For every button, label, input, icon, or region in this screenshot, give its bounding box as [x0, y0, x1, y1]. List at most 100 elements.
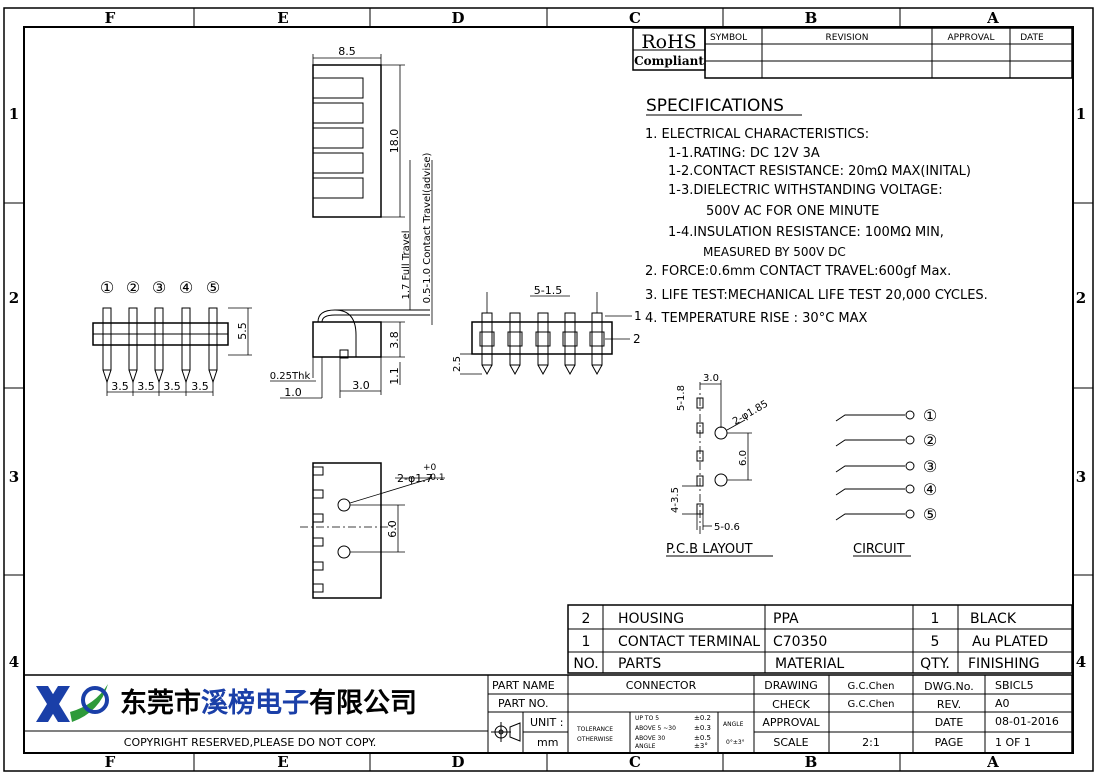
bom-table: 2 HOUSING PPA 1 BLACK 1 CONTACT TERMINAL…	[567, 604, 1073, 674]
zone-col-c: C	[629, 9, 641, 27]
approval-label: APPROVAL	[762, 716, 820, 729]
rev-header-date: DATE	[1020, 33, 1044, 43]
hole-tol-minus: -0.1	[427, 473, 445, 483]
spec-line-9: 3. LIFE TEST:MECHANICAL LIFE TEST 20,000…	[645, 288, 988, 303]
zone-col-d-bottom: D	[451, 753, 464, 771]
hole-tol-plus: +0	[423, 463, 437, 473]
dim-side-1-1: 1.1	[388, 367, 401, 385]
dim-full-travel: 1.7 Full Travel	[401, 230, 412, 299]
dim-side-3-0: 3.0	[352, 379, 370, 392]
part-no-label: PART NO.	[498, 697, 548, 710]
dim-pitch-3: 3.5	[163, 380, 181, 393]
dim-top-height: 18.0	[388, 129, 401, 154]
top-view: 8.5 18.0 1.7 Full Travel 0.5-1.0 Contact…	[312, 45, 433, 325]
dim-pitch-1: 3.5	[111, 380, 129, 393]
bom-r2-qty: 5	[931, 634, 940, 650]
pcb-dim-6-0: 6.0	[738, 450, 749, 466]
tol-range-3: ABOVE 30	[635, 735, 665, 742]
front-view-left: ① ② ③ ④ ⑤ 5.5 3.5 3.5 3.5 3.5	[92, 278, 252, 396]
check-label: CHECK	[772, 698, 811, 711]
front-callout-2: 2	[633, 332, 641, 346]
spec-line-4: 1-3.DIELECTRIC WITHSTANDING VOLTAGE:	[668, 183, 943, 198]
zone-col-b-bottom: B	[805, 753, 818, 771]
dim-pitch-2: 3.5	[137, 380, 155, 393]
tol-value-1: ±0.2	[694, 714, 711, 722]
rohs-subtitle: Compliant	[634, 54, 704, 68]
dim-pin-height: 5.5	[236, 322, 249, 340]
bom-h-material: MATERIAL	[775, 656, 844, 672]
tol-range-4: ANGLE	[635, 743, 656, 750]
pin-label-1: ①	[100, 278, 114, 297]
spec-line-1: 1. ELECTRICAL CHARACTERISTICS:	[645, 127, 869, 142]
zone-row-3: 3	[9, 468, 19, 486]
dim-front-pitch: 5-1.5	[534, 284, 562, 297]
circuit-pin-4: ④	[923, 480, 937, 499]
spec-line-8: 2. FORCE:0.6mm CONTACT TRAVEL:600gf Max.	[645, 264, 951, 279]
dim-contact-travel: 0.5-1.0 Contact Travel(advise)	[422, 153, 433, 304]
pcb-layout: 3.0 5-1.8 2-φ1.85 6.0 4-3.5 5-0.6 P.C.B …	[666, 373, 773, 557]
date-value: 08-01-2016	[995, 715, 1059, 728]
pcb-dim-3-0: 3.0	[703, 373, 719, 384]
front-view-right: 5-1.5 1 2 2.5	[452, 284, 642, 376]
dim-thickness: 0.25Thk	[270, 371, 311, 382]
dim-side-3-8: 3.8	[388, 331, 401, 349]
tol-range-2: ABOVE 5 ~30	[635, 725, 676, 732]
pin-label-2: ②	[126, 278, 140, 297]
rev-label: REV.	[937, 698, 961, 711]
rohs-title: RoHS	[641, 31, 696, 53]
rev-header-approval: APPROVAL	[948, 33, 995, 43]
scale-value: 2:1	[862, 736, 880, 749]
copyright-notice: COPYRIGHT RESERVED,PLEASE DO NOT COPY.	[124, 736, 376, 749]
scale-label: SCALE	[773, 736, 808, 749]
bom-h-qty: QTY.	[920, 656, 950, 672]
pin-label-4: ④	[179, 278, 193, 297]
projection-symbol-icon	[491, 722, 521, 742]
zone-row-3-right: 3	[1076, 468, 1086, 486]
spec-line-7: MEASURED BY 500V DC	[703, 245, 846, 259]
zone-col-e-bottom: E	[277, 753, 288, 771]
spec-line-5: 500V AC FOR ONE MINUTE	[706, 204, 879, 219]
zone-row-4: 4	[9, 653, 19, 671]
rev-header-revision: REVISION	[826, 33, 869, 43]
spec-line-3: 1-2.CONTACT RESISTANCE: 20mΩ MAX(INITAL)	[668, 164, 971, 179]
pin-label-3: ③	[152, 278, 166, 297]
dim-pitch-4: 3.5	[191, 380, 209, 393]
pin-label-5: ⑤	[206, 278, 220, 297]
unit-value: mm	[537, 736, 558, 749]
bom-h-finish: FINISHING	[968, 656, 1040, 672]
zone-row-4-right: 4	[1076, 653, 1086, 671]
zone-row-2-right: 2	[1076, 289, 1086, 307]
dim-front-2-5: 2.5	[452, 356, 463, 372]
zone-col-c-bottom: C	[629, 753, 641, 771]
circuit-pin-5: ⑤	[923, 505, 937, 524]
pcb-dim-5-0-6: 5-0.6	[714, 522, 740, 533]
title-block: 东莞市溪榜电子有限公司 COPYRIGHT RESERVED,PLEASE DO…	[23, 674, 1073, 754]
zone-col-b: B	[805, 9, 818, 27]
bom-r2-finish: Au PLATED	[972, 634, 1048, 650]
company-name: 东莞市溪榜电子有限公司	[120, 687, 417, 719]
hole-note: 2-φ1.7	[397, 472, 433, 485]
pcb-hole-note: 2-φ1.85	[731, 399, 770, 428]
bom-r1-material: PPA	[773, 611, 799, 627]
tolerance-label: TOLERANCE	[576, 726, 613, 733]
unit-label: UNIT :	[530, 716, 563, 729]
zone-row-1: 1	[9, 105, 19, 123]
side-view: 3.8 1.1 3.0 1.0 0.25Thk	[270, 309, 430, 399]
tol-value-2: ±0.3	[694, 724, 711, 732]
dwg-no-value: SBICL5	[995, 679, 1034, 692]
spec-line-2: 1-1.RATING: DC 12V 3A	[668, 146, 820, 161]
part-name-value: CONNECTOR	[626, 679, 697, 692]
zone-col-a-bottom: A	[986, 753, 999, 771]
bom-h-part: PARTS	[618, 656, 661, 672]
drawing-label: DRAWING	[764, 679, 817, 692]
check-by: G.C.Chen	[848, 699, 895, 710]
tolerance-otherwise: OTHERWISE	[577, 736, 613, 743]
tol-range-1: UP TO 5	[635, 715, 659, 722]
circuit-pin-2: ②	[923, 431, 937, 450]
bom-r2-no: 1	[582, 634, 591, 650]
zone-row-1-right: 1	[1076, 105, 1086, 123]
circuit-pin-3: ③	[923, 457, 937, 476]
zone-col-a: A	[986, 9, 999, 27]
zone-col-d: D	[451, 9, 464, 27]
